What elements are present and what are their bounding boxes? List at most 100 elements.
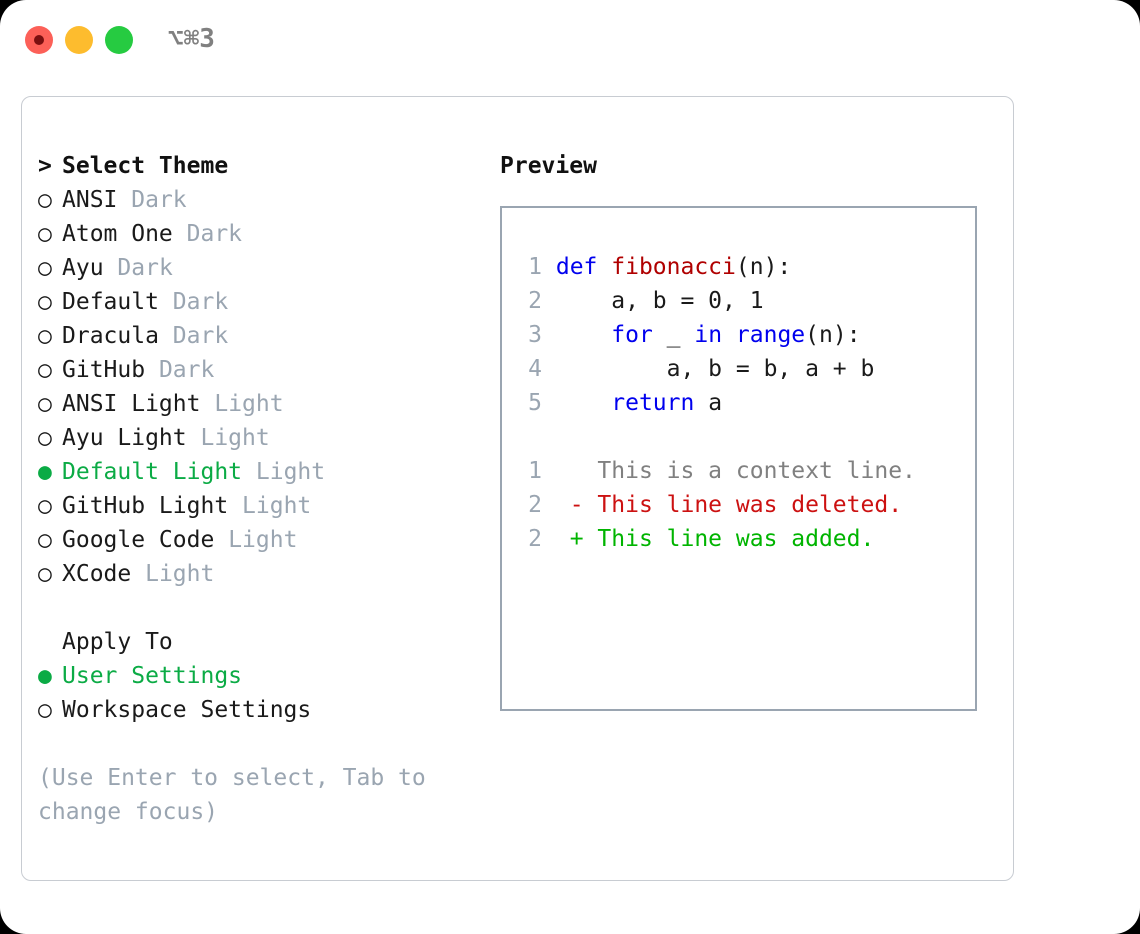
code-token-plain: _ [652, 322, 695, 348]
theme-name-variant-gap [159, 323, 173, 349]
theme-variant-badge: Dark [186, 221, 243, 247]
theme-list-item[interactable]: ○Atom One Dark [38, 217, 488, 251]
code-token-plain [722, 322, 736, 348]
theme-name-variant-gap [104, 255, 118, 281]
diff-line-number: 2 [528, 526, 542, 552]
radio-unselected-icon: ○ [38, 391, 52, 417]
apply-to-option[interactable]: ○Workspace Settings [38, 693, 488, 727]
code-token-kw: range [735, 322, 806, 348]
radio-unselected-icon: ○ [38, 357, 52, 383]
radio-unselected-icon: ○ [38, 187, 52, 213]
apply-to-label-text: Apply To [62, 629, 173, 655]
gutter-gap [542, 356, 556, 382]
theme-variant-badge: Light [228, 527, 298, 553]
theme-name: ANSI Light [62, 391, 201, 417]
theme-variant-badge: Light [200, 425, 270, 451]
code-line-number: 1 [528, 254, 542, 280]
theme-list-item[interactable]: ○ GitHub Dark [38, 353, 488, 387]
theme-list-item[interactable]: ○Dracula Dark [38, 319, 488, 353]
prompt-caret-icon: > [38, 153, 52, 179]
code-diff-separator [516, 420, 969, 454]
preview-column: Preview 1 def fibonacci(n):2 a, b = 0, 1… [500, 149, 1000, 711]
code-token-plain [556, 322, 611, 348]
theme-name-variant-gap [200, 391, 214, 417]
content-panel: > Select Theme ○ANSI Dark○Atom One Dark ○ A… [21, 96, 1014, 881]
theme-list-item[interactable]: ○ Google Code Light [38, 523, 488, 557]
code-line-number: 2 [528, 288, 542, 314]
code-token-plain: (n): [735, 254, 792, 280]
minimize-button[interactable] [65, 26, 93, 54]
diff-line-context: 1 This is a context line. [516, 454, 969, 488]
apply-to-option-label: User Settings [62, 663, 243, 689]
theme-name-variant-gap [214, 527, 228, 553]
maximize-button[interactable] [105, 26, 133, 54]
theme-variant-badge: Dark [117, 255, 173, 281]
theme-picker-header-label: Select Theme [62, 153, 229, 179]
code-token-plain: a, b = 0, 1 [555, 288, 764, 314]
theme-list: ○ANSI Dark○Atom One Dark○Ayu Dark○Defaul… [38, 183, 488, 591]
theme-list-item[interactable]: ○ANSI Light Light [38, 387, 488, 421]
apply-to-option[interactable]: ●User Settings [38, 659, 488, 693]
theme-variant-badge: Dark [172, 289, 229, 315]
code-line: 3 for _ in range(n): [516, 318, 969, 352]
code-line: 4 a, b = b, a + b [516, 352, 969, 386]
radio-unselected-icon: ○ [38, 323, 52, 349]
theme-name: GitHub Light [62, 493, 229, 519]
theme-name-variant-gap [145, 357, 159, 383]
theme-list-item[interactable]: ○ Ayu Dark [38, 251, 488, 285]
theme-name: Ayu Light [62, 425, 187, 451]
apply-to-section: Apply To ●User Settings○Workspace Settin… [38, 625, 488, 727]
keyboard-hint-text: (Use Enter to select, Tab to change focu… [38, 765, 440, 825]
code-token-plain [556, 390, 611, 416]
theme-list-item[interactable]: ●Default Light Light [38, 455, 488, 489]
diff-sample: 1 This is a context line.2 - This line w… [516, 454, 969, 556]
code-line-number: 5 [528, 390, 542, 416]
gutter-gap [542, 288, 556, 314]
diff-line-number: 1 [528, 458, 542, 484]
radio-unselected-icon: ○ [38, 289, 52, 315]
theme-list-item[interactable]: ○ GitHub Light Light [38, 489, 488, 523]
apply-to-indent [38, 625, 62, 659]
gutter-gap [542, 458, 570, 484]
code-token-kw: in [694, 322, 723, 348]
theme-name-variant-gap [173, 221, 187, 247]
theme-variant-badge: Light [242, 493, 312, 519]
radio-unselected-icon: ○ [38, 493, 52, 519]
theme-name-variant-gap [131, 561, 145, 587]
code-token-plain: a, b = b, a + b [555, 356, 875, 382]
radio-unselected-icon: ○ [38, 425, 52, 451]
code-line-number: 3 [528, 322, 542, 348]
theme-variant-badge: Dark [131, 187, 187, 213]
theme-name: Google Code [62, 527, 215, 553]
gutter-gap [542, 492, 570, 518]
theme-list-item[interactable]: ○ANSI Dark [38, 183, 488, 217]
gutter-gap [542, 322, 556, 348]
diff-line-delete: 2 - This line was deleted. [516, 488, 969, 522]
radio-unselected-icon: ○ [38, 527, 52, 553]
theme-name: Default Light [62, 459, 243, 485]
theme-name: GitHub [62, 357, 146, 383]
theme-variant-badge: Dark [172, 323, 229, 349]
theme-name: XCode [62, 561, 132, 587]
theme-list-item[interactable]: ○XCode Light [38, 557, 488, 591]
theme-variant-badge: Dark [158, 357, 215, 383]
diff-line-add: 2 + This line was added. [516, 522, 969, 556]
theme-name-variant-gap [242, 459, 256, 485]
theme-name: Ayu [62, 255, 104, 281]
theme-variant-badge: Light [145, 561, 215, 587]
radio-unselected-icon: ○ [38, 255, 52, 281]
close-button[interactable] [25, 26, 53, 54]
code-token-kw: return [611, 390, 695, 416]
theme-picker-column: > Select Theme ○ANSI Dark○Atom One Dark ○ A… [38, 149, 488, 829]
gutter-gap [542, 254, 556, 280]
preview-title: Preview [500, 153, 597, 179]
theme-name-variant-gap [187, 425, 201, 451]
theme-name-variant-gap [117, 187, 131, 213]
theme-list-item[interactable]: ○Default Dark [38, 285, 488, 319]
code-token-fn: fibonacci [611, 254, 736, 280]
theme-list-item[interactable]: ○ Ayu Light Light [38, 421, 488, 455]
